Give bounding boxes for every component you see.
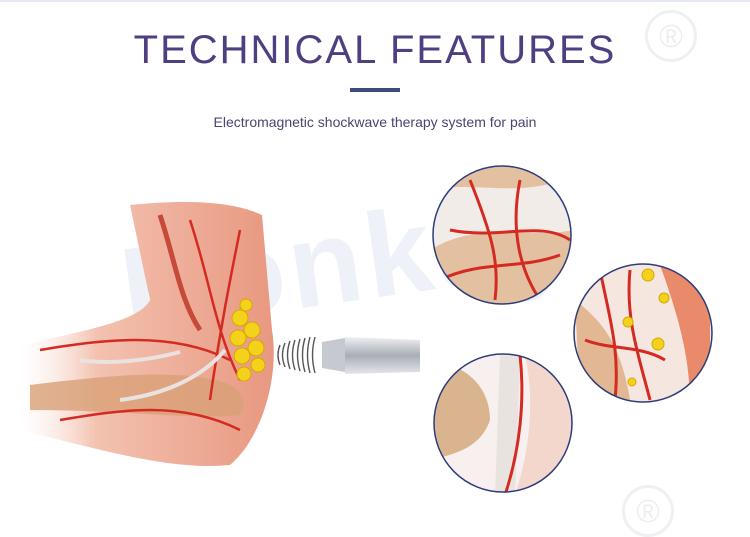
page-subtitle: Electromagnetic shockwave therapy system… (213, 114, 537, 130)
anatomy-illustration (20, 165, 713, 493)
registered-mark: ® (645, 10, 697, 62)
top-border (0, 0, 750, 2)
elbow-arm (20, 202, 274, 466)
detail-circle-tendon (432, 165, 572, 305)
title-underline (350, 88, 400, 92)
detail-circle-deposits (573, 263, 713, 403)
shockwave-applicator (277, 336, 420, 374)
detail-circle-bone (433, 353, 573, 493)
inflammation-deposits (229, 298, 266, 382)
page-title: TECHNICAL FEATURES (133, 28, 617, 72)
